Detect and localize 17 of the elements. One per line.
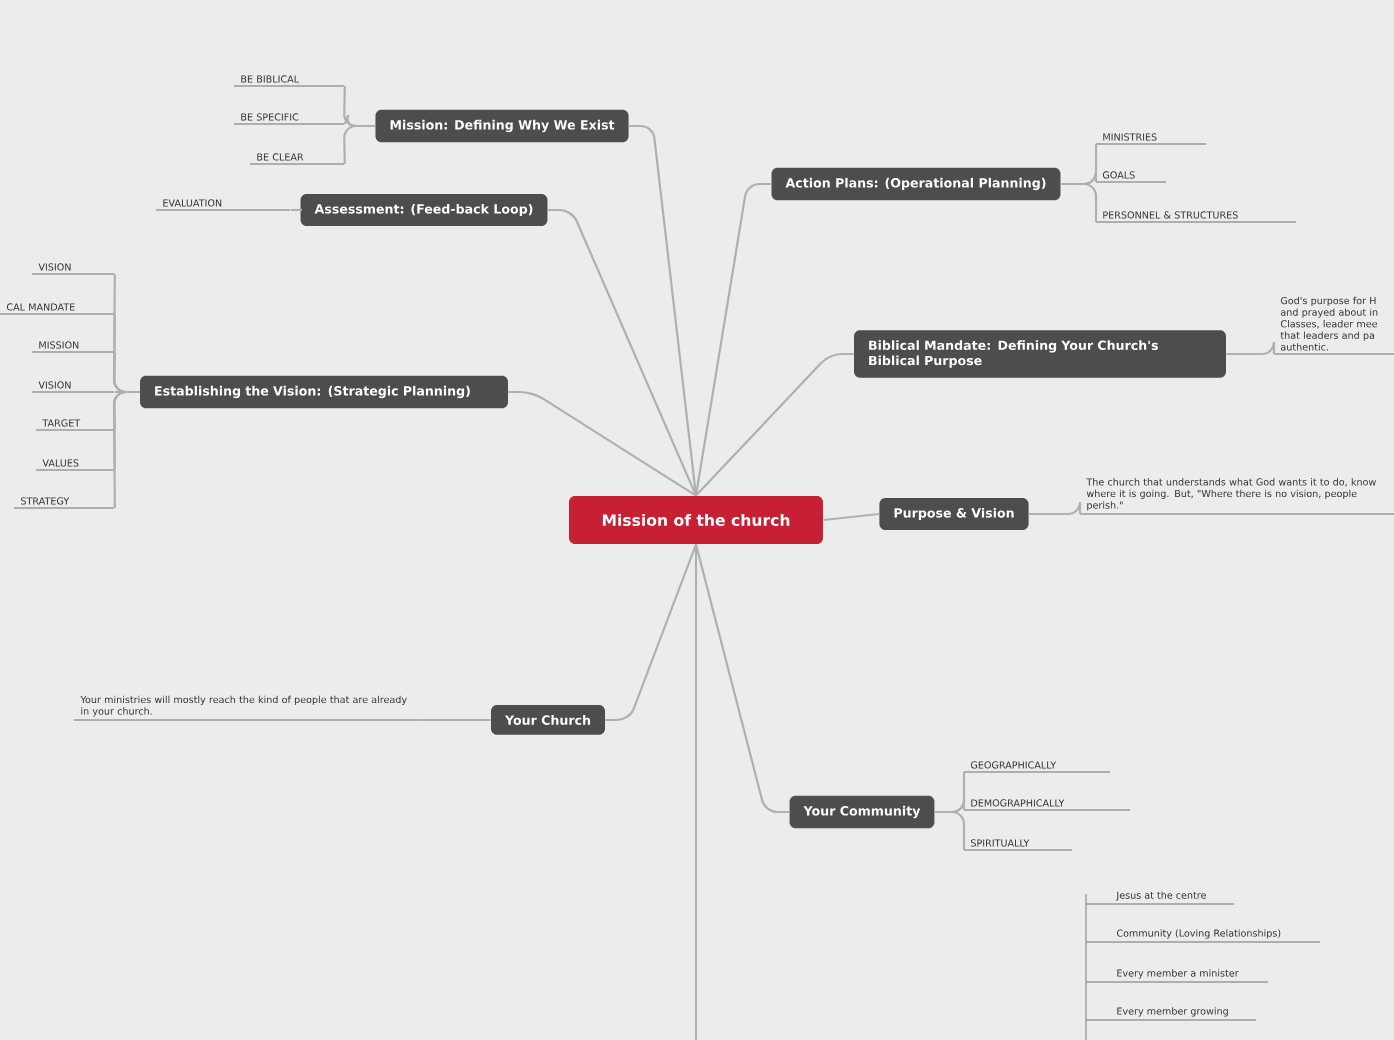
connector-line: [113, 390, 140, 508]
connector-line: [823, 512, 880, 522]
connector-line: [508, 390, 697, 497]
connector-line: [290, 208, 304, 212]
connector-line: [422, 718, 491, 722]
connector-line: [1226, 340, 1276, 356]
connector-line: [343, 124, 376, 165]
connector-line: [694, 544, 790, 814]
connector-line: [695, 352, 854, 497]
connector-line: [547, 208, 697, 497]
connector-line: [1060, 182, 1098, 222]
connector-line: [934, 810, 966, 850]
connector-line: [694, 544, 698, 1040]
connector-line: [694, 182, 772, 496]
connector-line: [628, 124, 698, 496]
connector-line: [1029, 500, 1082, 516]
connector-line: [605, 544, 698, 722]
